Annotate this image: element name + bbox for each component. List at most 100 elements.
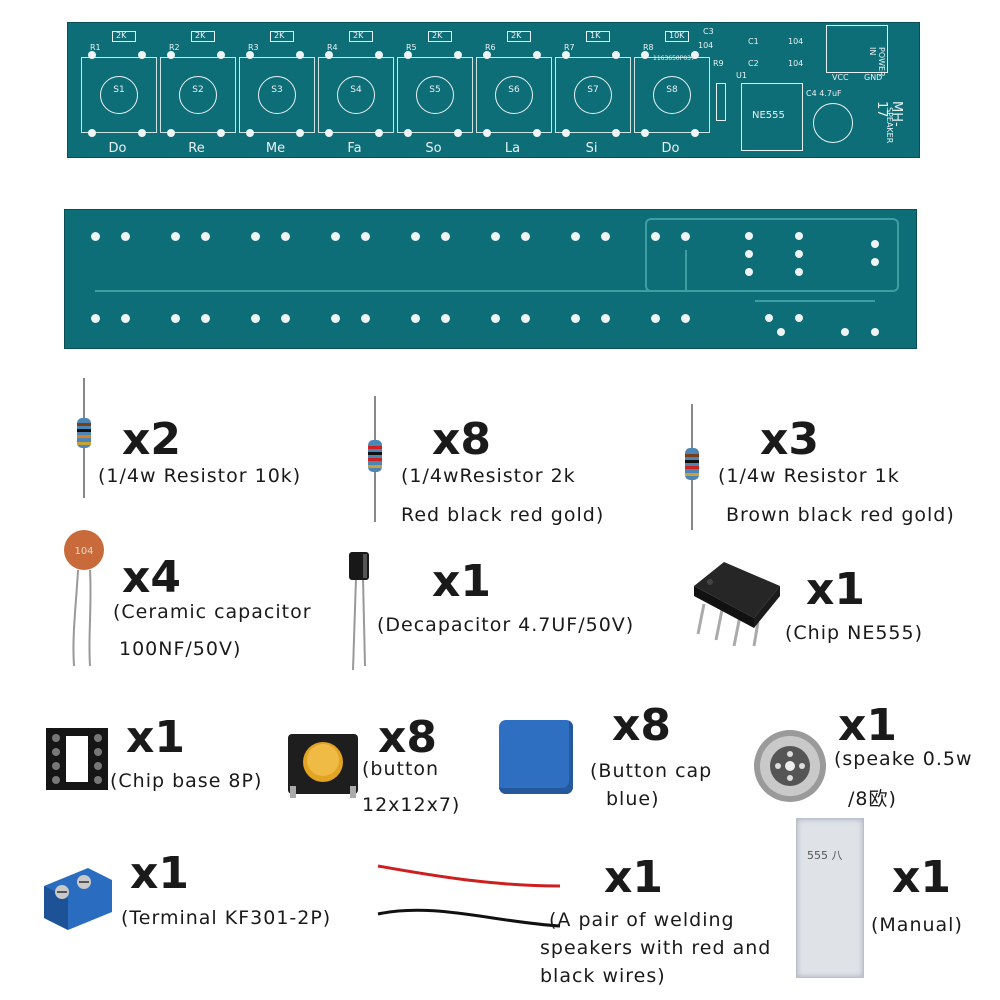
resistor-10k-icon (77, 378, 91, 498)
pad (691, 129, 699, 137)
solder-pad (171, 232, 180, 241)
ne555-label: NE555 (752, 110, 785, 121)
switch-circle (653, 76, 691, 114)
pad (641, 129, 649, 137)
qty-terminal: x1 (130, 848, 189, 899)
solder-pad (201, 232, 210, 241)
pad (325, 51, 333, 59)
note-label: Si (585, 141, 598, 156)
solder-pad (121, 232, 130, 241)
solder-pad (745, 268, 753, 276)
desc-resistor-10k: (1/4w Resistor 10k) (98, 465, 302, 487)
switch-circle (258, 76, 296, 114)
note-label: Do (661, 141, 680, 156)
desc-wires-line1: (A pair of welding (549, 909, 735, 931)
solder-pad (795, 314, 803, 322)
solder-pad (777, 328, 785, 336)
switch-outline: S3 (239, 57, 315, 133)
pad (217, 51, 225, 59)
switch-ref: S6 (508, 85, 520, 95)
solder-pad (795, 268, 803, 276)
resistor-ref: R7 (564, 43, 575, 52)
switch-ref: S8 (666, 85, 678, 95)
solder-pad (121, 314, 130, 323)
desc-chip-base: (Chip base 8P) (110, 770, 263, 792)
qty-button-cap: x8 (612, 700, 671, 751)
copper-trace (685, 250, 687, 290)
c2-label: C2 (748, 59, 759, 68)
pad (483, 51, 491, 59)
speaker-wires-icon (377, 864, 561, 928)
desc-ceramic-line2: 100NF/50V) (119, 638, 242, 660)
switch-outline: S8 (634, 57, 710, 133)
solder-pad (841, 328, 849, 336)
solder-pad (441, 232, 450, 241)
pad (483, 129, 491, 137)
note-label: Do (108, 141, 127, 156)
resistor-value: 1K (590, 31, 601, 40)
switch-circle (416, 76, 454, 114)
ne555-chip-icon (694, 562, 780, 647)
qty-electrolytic: x1 (432, 556, 491, 607)
resistor-outline (191, 31, 215, 42)
solder-pad (91, 232, 100, 241)
pad (246, 129, 254, 137)
c1-value: 104 (788, 37, 804, 46)
solder-pad (411, 232, 420, 241)
pad (562, 129, 570, 137)
pad (246, 51, 254, 59)
solder-pad (871, 258, 879, 266)
pad (375, 51, 383, 59)
pad (296, 51, 304, 59)
terminal-outline (826, 25, 888, 73)
pad (562, 51, 570, 59)
terminal-block-icon (44, 868, 112, 930)
pad (167, 129, 175, 137)
solder-pad (871, 328, 879, 336)
pad (533, 51, 541, 59)
switch-circle (337, 76, 375, 114)
note-label: Fa (347, 141, 362, 156)
solder-pad (871, 240, 879, 248)
qty-wires: x1 (604, 852, 663, 903)
gnd-label: GND (864, 73, 883, 82)
resistor-ref: R6 (485, 43, 496, 52)
chip-base-icon (46, 728, 108, 790)
desc-wires-line2: speakers with red and (540, 937, 772, 959)
pad (217, 129, 225, 137)
solder-pad (521, 232, 530, 241)
resistor-ref: R4 (327, 43, 338, 52)
qty-resistor-2k: x8 (432, 414, 491, 465)
switch-outline: S2 (160, 57, 236, 133)
ceramic-mark: 104 (74, 546, 93, 557)
desc-ceramic-line1: (Ceramic capacitor (113, 601, 312, 623)
solder-pad (491, 314, 500, 323)
pad (296, 129, 304, 137)
resistor-ref: R1 (90, 43, 101, 52)
pad (138, 51, 146, 59)
vcc-label: VCC (832, 73, 849, 82)
resistor-ref: R8 (643, 43, 654, 52)
solder-pad (681, 232, 690, 241)
resistor-ref: R5 (406, 43, 417, 52)
qty-ne555: x1 (806, 564, 865, 615)
note-label: La (504, 141, 521, 156)
note-label: Me (265, 141, 286, 156)
pad (454, 51, 462, 59)
solder-pad (795, 250, 803, 258)
c3-label: C3 (703, 27, 714, 36)
solder-pad (571, 232, 580, 241)
ne555-footprint: NE555 (741, 83, 803, 151)
resistor-outline (349, 31, 373, 42)
switch-ref: S3 (271, 85, 283, 95)
qty-manual: x1 (892, 852, 951, 903)
solder-pad (331, 314, 340, 323)
switch-ref: S2 (192, 85, 204, 95)
pad (404, 129, 412, 137)
copper-trace (755, 300, 875, 302)
